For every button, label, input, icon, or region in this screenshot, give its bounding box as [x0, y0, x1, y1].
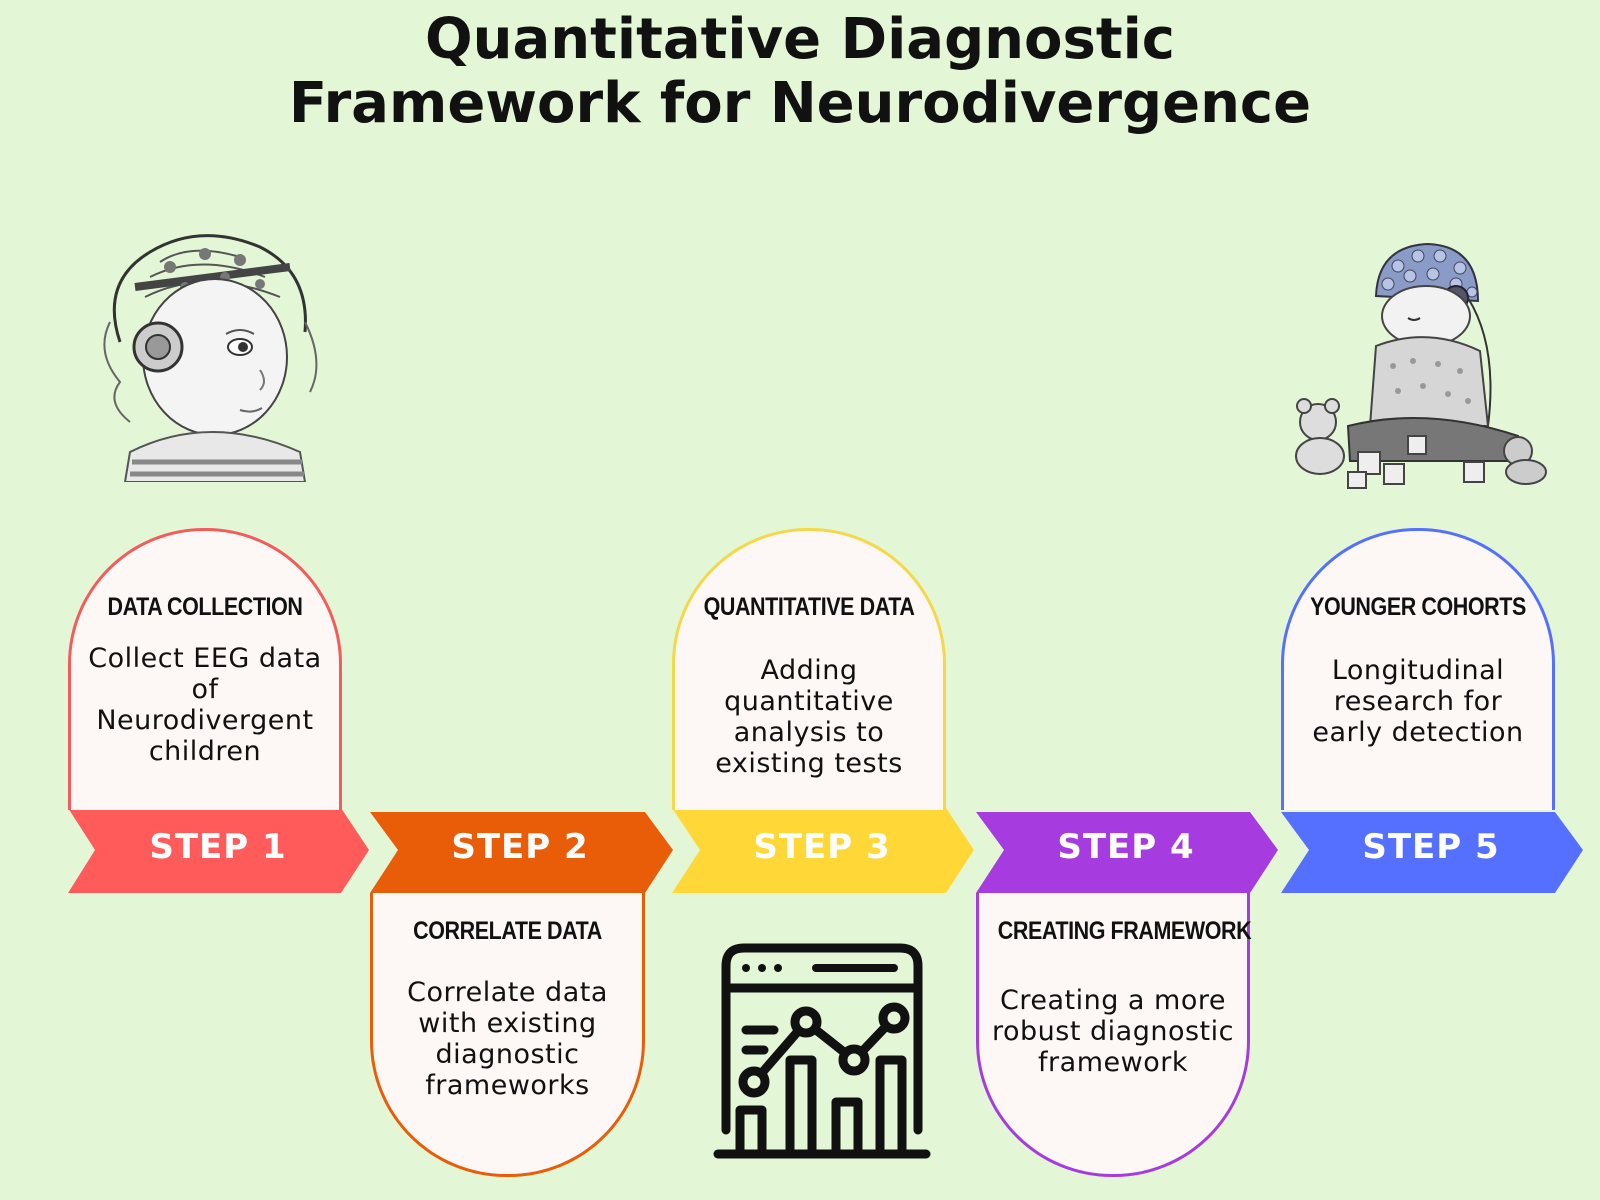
step-5-heading: YOUNGER COHORTS [1310, 593, 1526, 621]
step-1-label: STEP 1 [149, 827, 287, 867]
analytics-dashboard-icon [713, 943, 931, 1159]
step-1-arrow [68, 808, 369, 893]
step-4-text: Creating a more robust diagnostic framew… [992, 985, 1234, 1078]
step-3-card: QUANTITATIVE DATA Adding quantitative an… [672, 528, 946, 810]
step-2-card: CORRELATE DATA Correlate data with exist… [370, 893, 645, 1177]
step-5-arrow [1281, 812, 1583, 893]
step-4-heading: CREATING FRAMEWORK [997, 917, 1252, 945]
step-3-heading: QUANTITATIVE DATA [703, 593, 915, 621]
step-3-arrow [672, 808, 974, 893]
baby-eeg-cap-illustration [1295, 242, 1547, 489]
step-2-heading: CORRELATE DATA [413, 917, 602, 945]
step-2-arrow [370, 812, 673, 893]
step-4-label: STEP 4 [1057, 827, 1195, 867]
step-5-card: YOUNGER COHORTS Longitudinal research fo… [1281, 528, 1555, 810]
step-2-text: Correlate data with existing diagnostic … [407, 977, 608, 1101]
step-1-card: DATA COLLECTION Collect EEG data of Neur… [68, 528, 342, 810]
title-line-2: Framework for Neurodivergence [288, 71, 1312, 136]
step-3-label: STEP 3 [753, 827, 891, 867]
step-4-arrow [976, 812, 1278, 893]
step-4-card: CREATING FRAMEWORK Creating a more robus… [976, 893, 1252, 1177]
step-2-label: STEP 2 [451, 827, 589, 867]
step-1-text: Collect EEG data of Neurodivergent child… [88, 643, 322, 767]
step-5-text: Longitudinal research for early detectio… [1312, 655, 1524, 748]
step-1-heading: DATA COLLECTION [107, 593, 303, 621]
step-5-label: STEP 5 [1362, 827, 1500, 867]
title-line-1: Quantitative Diagnostic [425, 7, 1175, 72]
page-title: Quantitative Diagnostic Framework for Ne… [0, 8, 1600, 136]
step-3-text: Adding quantitative analysis to existing… [715, 655, 903, 779]
child-eeg-headset-illustration [103, 234, 318, 482]
